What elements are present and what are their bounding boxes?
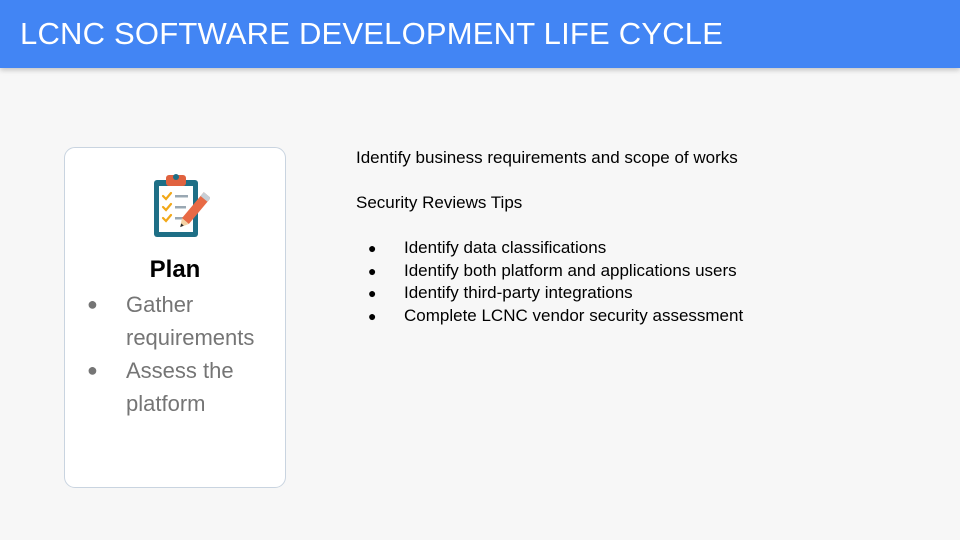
intro-text: Identify business requirements and scope… — [356, 148, 738, 167]
content-panel: Identify business requirements and scope… — [356, 147, 916, 327]
list-item-text: Gather requirements — [126, 292, 255, 350]
list-item: ● Complete LCNC vendor security assessme… — [356, 305, 916, 328]
card-bullet-list: ● Gather requirements ● Assess the platf… — [85, 288, 285, 420]
tips-list: ● Identify data classifications ● Identi… — [356, 237, 916, 327]
list-item: ● Identify data classifications — [356, 237, 916, 260]
plan-card: Plan ● Gather requirements ● Assess the … — [64, 147, 286, 488]
tips-heading: Security Reviews Tips — [356, 193, 523, 212]
bullet-icon: ● — [87, 360, 98, 380]
list-item-text: Identify both platform and applications … — [404, 260, 737, 280]
list-item: ● Identify both platform and application… — [356, 260, 916, 283]
list-item-text: Complete LCNC vendor security assessment — [404, 305, 744, 325]
list-item-text: Identify third-party integrations — [404, 283, 633, 302]
list-item: ● Assess the platform — [85, 354, 285, 420]
bullet-icon: ● — [368, 307, 377, 324]
list-item: ● Identify third-party integrations — [356, 282, 916, 305]
list-item: ● Gather requirements — [85, 288, 285, 354]
bullet-icon: ● — [368, 262, 377, 279]
card-title: Plan — [149, 256, 201, 283]
bullet-icon: ● — [368, 240, 377, 256]
list-item-text: Assess the platform — [126, 358, 234, 416]
list-item-text: Identify data classifications — [404, 238, 607, 257]
title-bar: LCNC SOFTWARE DEVELOPMENT LIFE CYCLE — [0, 0, 960, 68]
bullet-icon: ● — [87, 294, 98, 314]
slide-title: LCNC SOFTWARE DEVELOPMENT LIFE CYCLE — [20, 16, 724, 51]
clipboard-checklist-icon — [154, 174, 210, 237]
bullet-icon: ● — [368, 285, 377, 301]
